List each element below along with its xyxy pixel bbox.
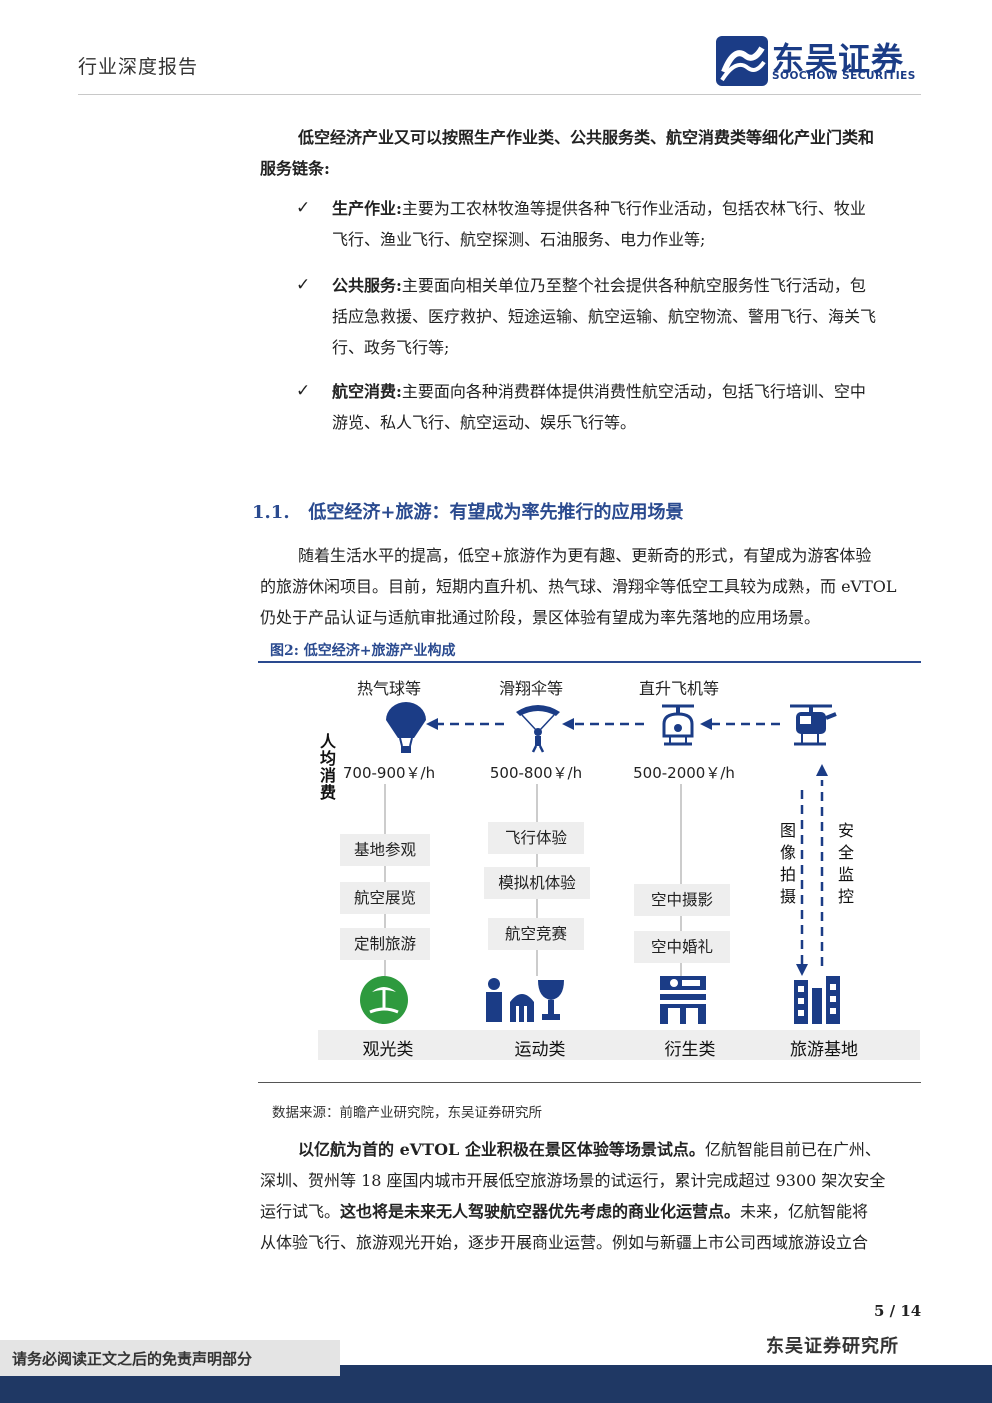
item-aerial-wedding: 空中婚礼 xyxy=(634,931,730,963)
logo-text-en: SOOCHOW SECURITIES xyxy=(772,70,916,82)
bullet-3-line-1: 航空消费:主要面向各种消费群体提供消费性航空活动，包括飞行培训、空中 xyxy=(332,382,866,401)
check-icon: ✓ xyxy=(296,275,311,295)
logo-mark-icon xyxy=(716,36,768,86)
category-sports: 运动类 xyxy=(514,1040,566,1060)
closing-line-2: 深圳、贺州等 18 座国内城市开展低空旅游场景的试运行，累计完成超过 9300 … xyxy=(260,1171,886,1190)
bullet-1-line-2: 飞行、渔业飞行、航空探测、石油服务、电力作业等; xyxy=(332,230,706,249)
report-type: 行业深度报告 xyxy=(78,56,199,78)
price-paraglider: 500-800￥/h xyxy=(489,764,583,782)
bullet-2-line-2: 括应急救援、医疗救护、短途运输、航空运输、航空物流、警用飞行、海关飞 xyxy=(332,307,877,326)
item-aviation-expo: 航空展览 xyxy=(340,882,430,914)
disclaimer-box xyxy=(0,1340,340,1376)
item-aerial-photo: 空中摄影 xyxy=(634,884,730,916)
item-aviation-race: 航空竞赛 xyxy=(488,918,584,950)
closing-line-3: 运行试飞。这也将是未来无人驾驶航空器优先考虑的商业化运营点。未来，亿航智能将 xyxy=(260,1202,869,1221)
bullet-2-line-3: 行、政务飞行等; xyxy=(332,338,450,357)
vaxis-label: 人均消费 xyxy=(319,732,336,802)
arrow-text-safety-monitor: 安全监控 xyxy=(837,821,854,906)
bullet-3-line-2: 游览、私人飞行、航空运动、娱乐飞行等。 xyxy=(332,413,637,432)
footer-institute: 东吴证券研究所 xyxy=(766,1336,899,1357)
island-sightseeing-icon xyxy=(360,976,408,1024)
disclaimer-text: 请务必阅读正文之后的免责声明部分 xyxy=(12,1350,253,1368)
price-balloon: 700-900￥/h xyxy=(342,764,436,782)
figure-top-rule xyxy=(258,661,921,663)
tool-label-paraglider: 滑翔伞等 xyxy=(498,679,563,698)
closing-line-4: 从体验飞行、旅游观光开始，逐步开展商业运营。例如与新疆上市公司西域旅游设立合 xyxy=(260,1233,869,1252)
category-icons-row xyxy=(360,976,840,1024)
bullet-1-line-1: 生产作业:主要为工农林牧渔等提供各种飞行作业活动，包括农林飞行、牧业 xyxy=(332,199,866,218)
item-simulator: 模拟机体验 xyxy=(484,867,590,899)
intro-line-2: 服务链条: xyxy=(260,159,330,178)
closing-line-1: 以亿航为首的 eVTOL 企业积极在景区体验等场景试点。亿航智能目前已在广州、 xyxy=(298,1140,881,1159)
paraglider-icon xyxy=(516,705,560,753)
arrow-heads-icon xyxy=(426,718,712,730)
helicopter-icon xyxy=(662,704,694,746)
derivative-service-icon xyxy=(660,976,706,1024)
drone-helicopter-icon xyxy=(790,704,837,746)
page-number: 5 / 14 xyxy=(874,1302,922,1320)
header-divider xyxy=(78,94,921,95)
intro-line-1: 低空经济产业又可以按照生产作业类、公共服务类、航空消费类等细化产业门类和 xyxy=(298,128,875,147)
arrow-text-image-capture: 图像拍摄 xyxy=(779,821,796,906)
figure-source: 数据来源：前瞻产业研究院，东吴证券研究所 xyxy=(272,1105,542,1121)
price-helicopter: 500-2000￥/h xyxy=(633,764,735,782)
category-band xyxy=(318,1030,920,1060)
bullet-2-line-1: 公共服务:主要面向相关单位乃至整个社会提供各种航空服务性飞行活动，包 xyxy=(332,276,866,295)
item-custom-tour: 定制旅游 xyxy=(340,928,430,960)
check-icon: ✓ xyxy=(296,198,311,218)
hot-air-balloon-icon xyxy=(386,702,426,753)
section-para-line-3: 仍处于产品认证与适航审批通过阶段，景区体验有望成为率先落地的应用场景。 xyxy=(260,608,821,627)
figure-bottom-rule xyxy=(258,1082,921,1083)
category-derivative: 衍生类 xyxy=(664,1040,716,1060)
logo-text-cn: 东吴证券 xyxy=(772,40,905,78)
tool-label-balloon: 热气球等 xyxy=(356,679,421,698)
sports-icon xyxy=(486,978,564,1022)
figure-title: 图2: 低空经济+旅游产业构成 xyxy=(270,643,456,659)
section-heading: 1.1. 低空经济+旅游：有望成为率先推行的应用场景 xyxy=(252,502,684,523)
item-base-visit: 基地参观 xyxy=(340,834,430,866)
tools-row xyxy=(386,702,837,753)
item-flight-experience: 飞行体验 xyxy=(488,822,584,854)
check-icon: ✓ xyxy=(296,381,311,401)
category-sightseeing: 观光类 xyxy=(362,1040,414,1060)
tourism-base-building-icon xyxy=(794,976,840,1024)
category-tourism-base: 旅游基地 xyxy=(790,1040,858,1060)
up-arrow-icon xyxy=(816,764,828,776)
tool-label-helicopter: 直升飞机等 xyxy=(638,679,719,698)
section-para-line-2: 的旅游休闲项目。目前，短期内直升机、热气球、滑翔伞等低空工具较为成熟，而 eVT… xyxy=(260,577,897,596)
section-para-line-1: 随着生活水平的提高，低空+旅游作为更有趣、更新奇的形式，有望成为游客体验 xyxy=(298,546,872,565)
